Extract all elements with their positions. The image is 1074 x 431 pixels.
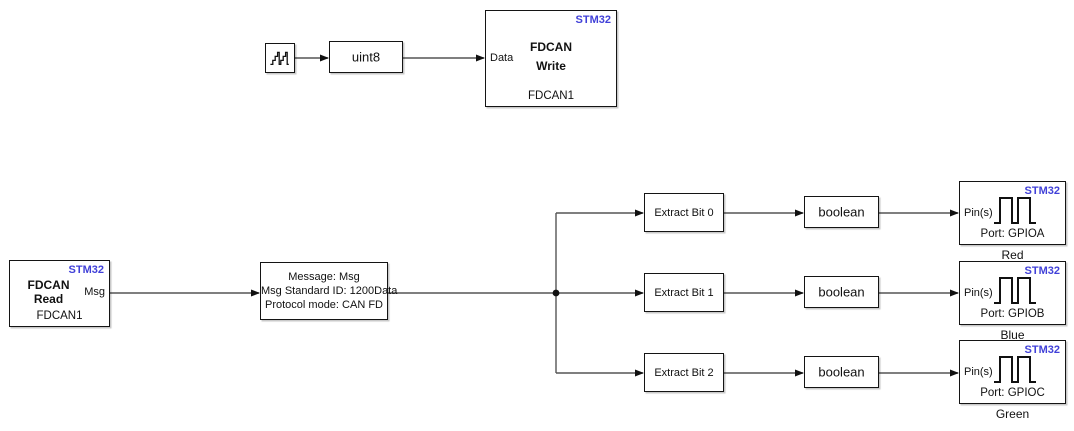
pulse-signal-icon [994,356,1036,383]
gpio-port-label: Port: GPIOB [980,308,1045,320]
message-line-2: Msg Standard ID: 1200Data [261,285,398,297]
data-input-port-label: Data [490,52,514,64]
gpio-caption-red: Red [1001,248,1024,262]
fdcan-read-block[interactable]: STM32 FDCAN Read Msg FDCAN1 [9,260,110,327]
extract-bit-2-block[interactable]: Extract Bit 2 [644,353,724,392]
boolean-label: boolean [818,364,865,380]
boolean-cast-block-1[interactable]: boolean [804,276,879,308]
pulse-signal-icon [994,197,1036,224]
fdcan-write-block[interactable]: STM32 FDCAN Write Data FDCAN1 [485,10,617,107]
pins-input-port-label: Pin(s) [964,366,993,378]
stm32-tag: STM32 [575,14,611,26]
gpio-write-block-blue[interactable]: STM32 Pin(s) Port: GPIOB [959,261,1066,325]
message-config-text: Message: Msg Msg Standard ID: 1200Data P… [261,270,398,312]
uint8-label: uint8 [351,49,381,65]
gpio-port-label: Port: GPIOA [980,228,1045,240]
fdcan-write-instance: FDCAN1 [527,90,574,102]
boolean-label: boolean [818,204,865,220]
message-line-1: Message: Msg [288,271,360,283]
uint8-cast-block[interactable]: uint8 [329,41,403,73]
stm32-tag: STM32 [1024,265,1060,277]
gpio-write-block-red[interactable]: STM32 Pin(s) Port: GPIOA [959,181,1066,245]
branch-junction-dot [552,289,560,297]
fdcan-write-title: FDCAN [530,40,572,54]
can-message-config-block[interactable]: Message: Msg Msg Standard ID: 1200Data P… [260,262,398,320]
stm32-tag: STM32 [1024,185,1060,197]
extract-bit-1-block[interactable]: Extract Bit 1 [644,273,724,312]
signal-source-block[interactable] [265,43,295,73]
message-line-3: Protocol mode: CAN FD [265,299,383,311]
pins-input-port-label: Pin(s) [964,207,993,219]
gpio-write-block-green[interactable]: STM32 Pin(s) Port: GPIOC [959,340,1066,404]
stair-signal-icon [270,51,289,66]
fdcan-write-subtitle: Write [536,59,566,73]
stm32-tag: STM32 [1024,344,1060,356]
extract-bit-1-label: Extract Bit 1 [654,286,714,299]
gpio-caption-green: Green [995,407,1030,421]
stm32-tag: STM32 [68,264,104,276]
fdcan-read-instance: FDCAN1 [36,310,83,322]
boolean-cast-block-2[interactable]: boolean [804,356,879,388]
pins-input-port-label: Pin(s) [964,287,993,299]
extract-bit-0-label: Extract Bit 0 [654,206,714,219]
boolean-cast-block-0[interactable]: boolean [804,196,879,228]
boolean-label: boolean [818,284,865,300]
pulse-signal-icon [994,277,1036,304]
fdcan-read-subtitle: Read [33,292,64,306]
extract-bit-0-block[interactable]: Extract Bit 0 [644,193,724,232]
msg-output-port-label: Msg [84,286,105,298]
gpio-caption-blue: Blue [1000,328,1025,342]
fdcan-read-title: FDCAN [27,278,70,292]
gpio-port-label: Port: GPIOC [980,387,1045,399]
extract-bit-2-label: Extract Bit 2 [654,366,714,379]
